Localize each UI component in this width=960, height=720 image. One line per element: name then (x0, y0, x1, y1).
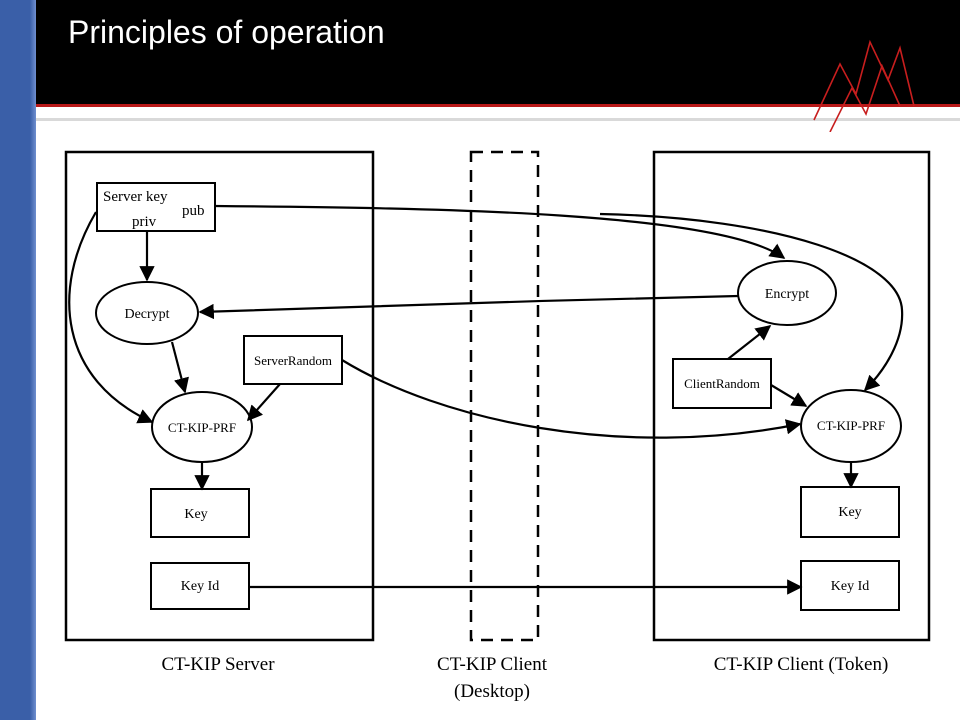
desktop-caption-line2: (Desktop) (454, 681, 530, 702)
server-key-label: Server key (103, 189, 168, 205)
arrow-serverrandom-to-token-prf (341, 359, 802, 439)
encrypt-node (737, 260, 837, 326)
server-caption: CT-KIP Server (161, 654, 275, 675)
decrypt-label: Decrypt (124, 307, 169, 322)
token-key-output-label: Key (838, 505, 861, 520)
server-key-id-label: Key Id (181, 579, 220, 594)
mountain-logo-icon (813, 39, 915, 132)
server-key-id-box (150, 562, 250, 610)
arrow-clientrandom-to-encrypt (727, 325, 772, 360)
arrow-serverkey-to-server-prf (68, 211, 154, 424)
server-key-pub-label: pub (182, 203, 205, 219)
server-key-output-label: Key (184, 507, 207, 522)
slide-title: Principles of operation (68, 14, 385, 50)
desktop-caption-line1: CT-KIP Client (437, 654, 548, 675)
token-panel (652, 150, 931, 642)
arrow-clientrandom-to-token-prf (770, 384, 808, 407)
left-sidebar-edge (30, 0, 36, 720)
desktop-panel (469, 150, 540, 642)
arrow-pub-to-token-prf (599, 212, 904, 392)
token-caption: CT-KIP Client (Token) (714, 654, 889, 675)
ct-kip-diagram: Server key pub priv Decrypt ServerRandom… (64, 150, 931, 702)
arrow-encrypt-to-decrypt (198, 294, 739, 320)
server-panel (64, 150, 375, 642)
token-key-id-label: Key Id (831, 579, 870, 594)
server-key-priv-label: priv (132, 214, 157, 230)
header-accent-line (36, 104, 960, 107)
client-random-box (672, 358, 772, 409)
server-prf-label: CT-KIP-PRF (168, 420, 236, 435)
encrypt-label: Encrypt (765, 287, 809, 302)
arrow-pub-to-encrypt (214, 204, 786, 259)
token-prf-label: CT-KIP-PRF (817, 418, 885, 433)
server-key-output-box (150, 488, 250, 538)
server-random-label: ServerRandom (254, 353, 332, 368)
arrow-serverrandom-to-server-prf (246, 383, 281, 422)
header-divider-line (36, 118, 960, 121)
slide-header (36, 0, 960, 104)
arrow-decrypt-to-server-prf (170, 341, 189, 394)
client-random-label: ClientRandom (684, 376, 760, 391)
decrypt-node (95, 281, 199, 345)
